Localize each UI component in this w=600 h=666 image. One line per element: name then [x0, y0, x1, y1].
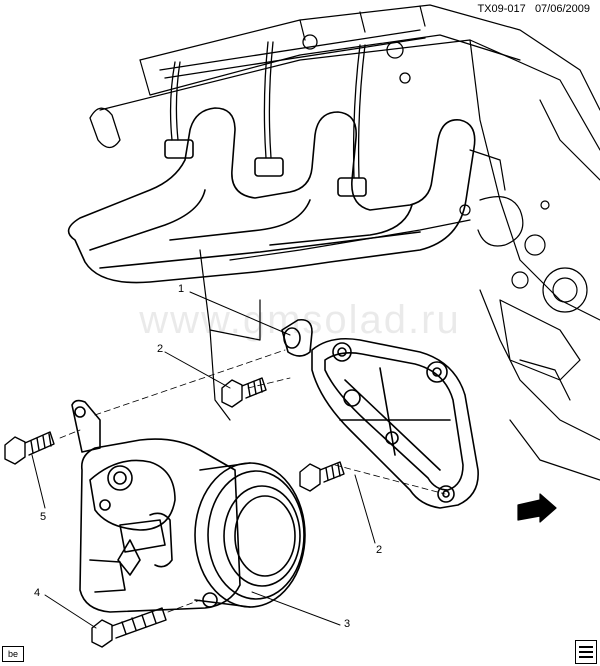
leader-lines — [31, 291, 376, 629]
bolt-2-upper — [221, 377, 267, 408]
fuel-lines — [89, 29, 426, 179]
document-icon — [575, 640, 597, 664]
engine-block — [99, 4, 600, 481]
callout-3: 3 — [344, 618, 351, 630]
callout-2-upper: 2 — [157, 343, 164, 355]
bolt-2-lower — [299, 461, 345, 492]
callout-5: 5 — [40, 511, 47, 523]
bolt-5 — [4, 431, 55, 465]
diagram-date: 07/06/2009 — [534, 3, 590, 15]
view-badge: be — [2, 646, 24, 662]
watermark: www.gmsolad.ru — [139, 298, 461, 342]
front-arrow-icon — [517, 493, 557, 523]
diagram-id: TX09-017 — [477, 3, 526, 15]
ac-compressor — [71, 399, 306, 613]
diagram-code: TX09-017 07/06/2009 — [477, 3, 590, 15]
callout-2-lower: 2 — [376, 544, 383, 556]
bolt-4 — [91, 607, 167, 648]
exhaust-manifold — [67, 107, 476, 284]
callout-4: 4 — [34, 587, 41, 599]
callout-1: 1 — [178, 283, 185, 295]
compressor-bracket — [281, 318, 479, 509]
